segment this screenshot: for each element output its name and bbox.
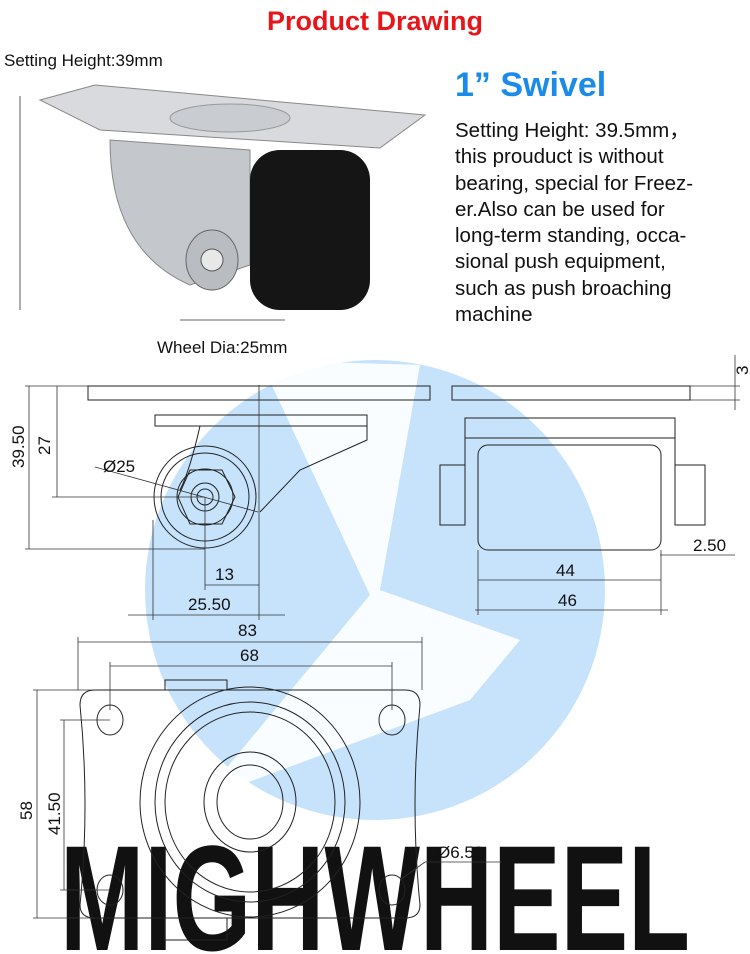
description-line: this prouduct is without	[455, 145, 664, 169]
dim-41-50: 41.50	[45, 792, 64, 835]
dim-27: 27	[35, 436, 54, 455]
caster-photo	[19, 84, 427, 321]
dim-83: 83	[238, 621, 257, 640]
dim-wheel-dia: Ø25	[103, 457, 135, 476]
description-line: sional push equipment,	[455, 250, 666, 274]
dim-68: 68	[240, 646, 259, 665]
description-line: Setting Height: 39.5mm，	[455, 119, 690, 142]
setting-height-label: Setting Height:39mm	[4, 51, 163, 70]
dim-13: 13	[215, 565, 234, 584]
side-view: 39.50 27 Ø25 13 25.50	[9, 385, 431, 620]
watermark-logo: MIGHWHEEL	[60, 360, 690, 954]
product-model: 1” Swivel	[455, 66, 607, 104]
wheel-dia-label: Wheel Dia:25mm	[157, 338, 288, 357]
description-line: bearing, special for Freez-	[455, 171, 694, 195]
dim-3: 3	[733, 366, 750, 375]
dim-2-50: 2.50	[693, 536, 726, 555]
description-line: er.Also can be used for	[455, 197, 665, 221]
front-view: 3 2.50 44 46	[439, 355, 750, 615]
dim-hole-dia: Ø6.50	[437, 843, 483, 862]
description-line: long-term standing, occa-	[455, 224, 687, 248]
watermark-text: MIGHWHEEL	[60, 814, 690, 954]
dim-39-50: 39.50	[9, 425, 28, 468]
dim-25-50: 25.50	[188, 595, 231, 614]
page-title: Product Drawing	[266, 6, 483, 36]
description-line: such as push broaching	[455, 276, 672, 300]
top-view: 83 68 58 41.50 Ø6.50	[17, 621, 502, 941]
dim-58: 58	[17, 801, 36, 820]
product-description: Setting Height: 39.5mm， this prouduct is…	[455, 118, 745, 328]
dim-46: 46	[558, 591, 577, 610]
description-line: machine	[455, 303, 533, 327]
dim-44: 44	[556, 561, 575, 580]
